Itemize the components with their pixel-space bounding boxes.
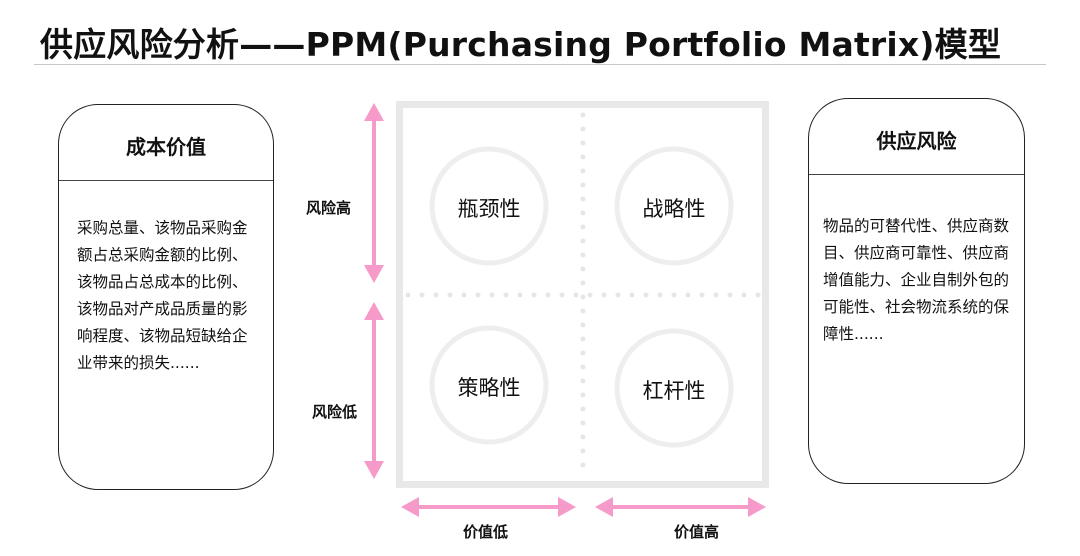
quadrant-tactical: 策略性 bbox=[457, 376, 521, 400]
cost-value-card-title: 成本价值 bbox=[59, 105, 273, 181]
quadrant-bottleneck: 瓶颈性 bbox=[457, 197, 521, 221]
supply-risk-card-title: 供应风险 bbox=[809, 99, 1024, 175]
value-low-arrow bbox=[401, 497, 576, 517]
strategic-circle bbox=[614, 146, 734, 266]
leverage-circle bbox=[614, 328, 734, 448]
matrix-frame bbox=[396, 101, 769, 488]
value-low-label: 价值低 bbox=[463, 523, 509, 541]
risk-low-arrow bbox=[364, 302, 384, 479]
quadrant-leverage: 杠杆性 bbox=[642, 379, 706, 403]
ppm-matrix bbox=[396, 101, 769, 488]
value-high-label: 价值高 bbox=[674, 523, 720, 541]
quadrant-strategic: 战略性 bbox=[642, 197, 706, 221]
cost-value-card: 成本价值 采购总量、该物品采购金额占总采购金额的比例、该物品占总成本的比例、该物… bbox=[58, 104, 274, 490]
tactical-circle bbox=[429, 325, 549, 445]
supply-risk-card: 供应风险 物品的可替代性、供应商数目、供应商可靠性、供应商增值能力、企业自制外包… bbox=[808, 98, 1025, 484]
risk-low-label: 风险低 bbox=[312, 403, 358, 421]
title-divider bbox=[34, 64, 1046, 65]
cost-value-card-body: 采购总量、该物品采购金额占总采购金额的比例、该物品占总成本的比例、该物品对产成品… bbox=[77, 219, 248, 372]
value-high-arrow bbox=[595, 497, 766, 517]
bottleneck-circle bbox=[429, 146, 549, 266]
page-title: 供应风险分析——PPM(Purchasing Portfolio Matrix)… bbox=[40, 25, 1002, 64]
risk-high-label: 风险高 bbox=[306, 199, 352, 217]
risk-high-arrow bbox=[364, 103, 384, 283]
supply-risk-card-body: 物品的可替代性、供应商数目、供应商可靠性、供应商增值能力、企业自制外包的可能性、… bbox=[823, 217, 1010, 343]
